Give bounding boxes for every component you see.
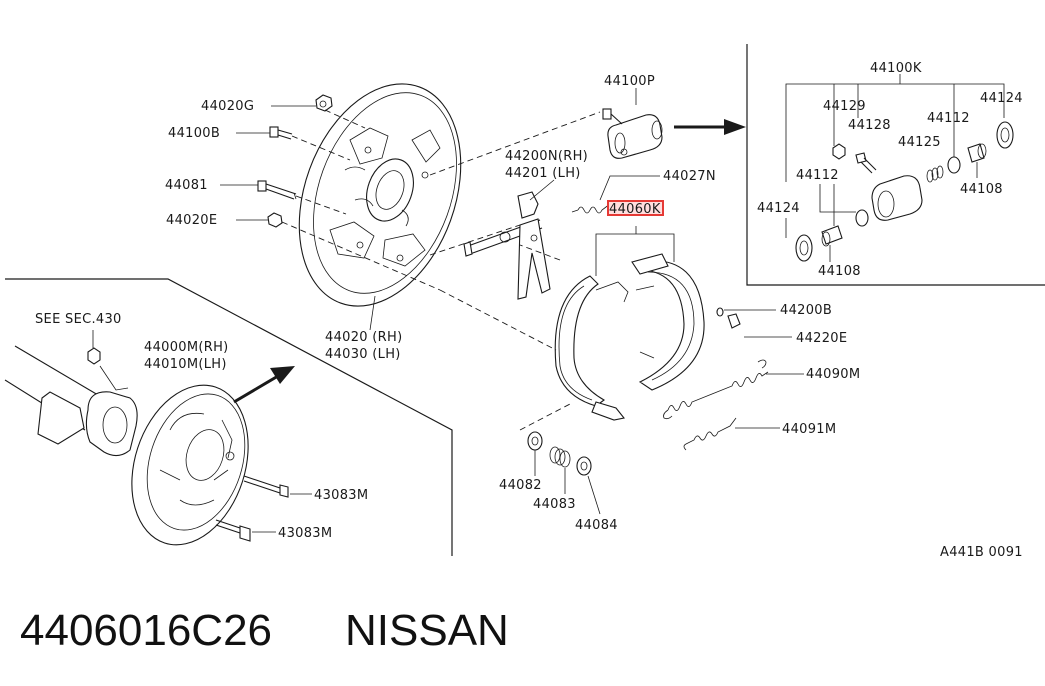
label-44020e: 44020E <box>166 213 217 228</box>
backing-plate <box>298 83 462 307</box>
label-44027n: 44027N <box>663 169 716 184</box>
label-44010m-lh: 44010M(LH) <box>144 357 227 372</box>
inset-screw-44128 <box>855 152 877 174</box>
highlight-box <box>607 200 664 216</box>
label-44084: 44084 <box>575 518 618 533</box>
label-44112-upper: 44112 <box>927 111 970 126</box>
nut-44020g <box>315 94 333 112</box>
label-44100k: 44100K <box>870 61 922 76</box>
bolt-43083m-lower <box>215 519 251 542</box>
spring-44090m <box>663 359 769 420</box>
label-44125: 44125 <box>898 135 941 150</box>
inset-spring-44125 <box>926 165 944 183</box>
label-44200b: 44200B <box>780 303 832 318</box>
label-44020-rh: 44020 (RH) <box>325 330 402 345</box>
label-44082: 44082 <box>499 478 542 493</box>
caption-brand: NISSAN <box>345 606 509 655</box>
assembly-dashed-lines <box>281 109 601 431</box>
inset-cup-44112-right <box>947 156 961 174</box>
pin-44200b <box>716 307 724 317</box>
retainer-44082 <box>527 431 543 451</box>
part-labels: 44100P 44020G 44100B 44081 44020E 44200N… <box>35 61 1023 560</box>
label-43083m-upper: 43083M <box>314 488 368 503</box>
label-44201-lh: 44201 (LH) <box>505 166 581 181</box>
leader-lines <box>92 74 1005 533</box>
label-44129: 44129 <box>823 99 866 114</box>
retainer-44084 <box>576 456 592 476</box>
bolt-44081 <box>257 180 297 200</box>
arrow-to-plate-icon <box>233 366 295 404</box>
inset-wheel-cylinder-body <box>871 175 923 221</box>
label-44020g: 44020G <box>201 99 254 114</box>
inset-boot-44124-left <box>795 234 813 262</box>
clip-44220e <box>727 313 741 329</box>
label-44081: 44081 <box>165 178 208 193</box>
label-44090m: 44090M <box>806 367 860 382</box>
caption-part-number: 4406016C26 <box>20 606 272 655</box>
label-44108-lower: 44108 <box>818 264 861 279</box>
label-see-sec-430: SEE SEC.430 <box>35 312 122 327</box>
label-44108-upper: 44108 <box>960 182 1003 197</box>
label-44091m: 44091M <box>782 422 836 437</box>
label-43083m-lower: 43083M <box>278 526 332 541</box>
inset-bleeder-44129 <box>832 143 846 160</box>
drum-brake-assembly <box>131 384 249 546</box>
label-44124-lower: 44124 <box>757 201 800 216</box>
arrow-to-inset-icon <box>674 119 746 135</box>
spring-44027n <box>571 203 611 214</box>
shoe-bracket-lines <box>595 226 675 276</box>
label-44200n-rh: 44200N(RH) <box>505 149 588 164</box>
label-44100p: 44100P <box>604 74 655 89</box>
inset-piston-44108-left <box>821 225 843 247</box>
spring-44091m <box>683 417 737 451</box>
brake-shoe-front <box>554 275 629 421</box>
nut-44020e <box>267 212 283 228</box>
inset-piston-44108-right <box>967 143 987 163</box>
diagram-reference: A441B 0091 <box>940 545 1023 560</box>
label-44112-lower: 44112 <box>796 168 839 183</box>
bolt-43083m-upper <box>243 475 289 498</box>
inset-cup-44112-left <box>855 209 869 227</box>
axle-section-frame <box>5 278 453 556</box>
label-44030-lh: 44030 (LH) <box>325 347 401 362</box>
label-44060k: 44060K <box>609 202 661 217</box>
axle-housing <box>4 345 138 457</box>
wheel-cylinder-44100p <box>602 108 663 159</box>
inset-boot-44124-right <box>996 121 1014 149</box>
label-44100b: 44100B <box>168 126 220 141</box>
label-44083: 44083 <box>533 497 576 512</box>
parking-lever <box>517 218 551 300</box>
label-44220e: 44220E <box>796 331 847 346</box>
label-44000m-rh: 44000M(RH) <box>144 340 229 355</box>
label-44128: 44128 <box>848 118 891 133</box>
inset-frame <box>746 44 1045 286</box>
brake-shoe-rear <box>631 253 705 391</box>
spring-44083 <box>549 446 571 468</box>
label-44124-upper: 44124 <box>980 91 1023 106</box>
bolt-44100b <box>269 126 293 140</box>
